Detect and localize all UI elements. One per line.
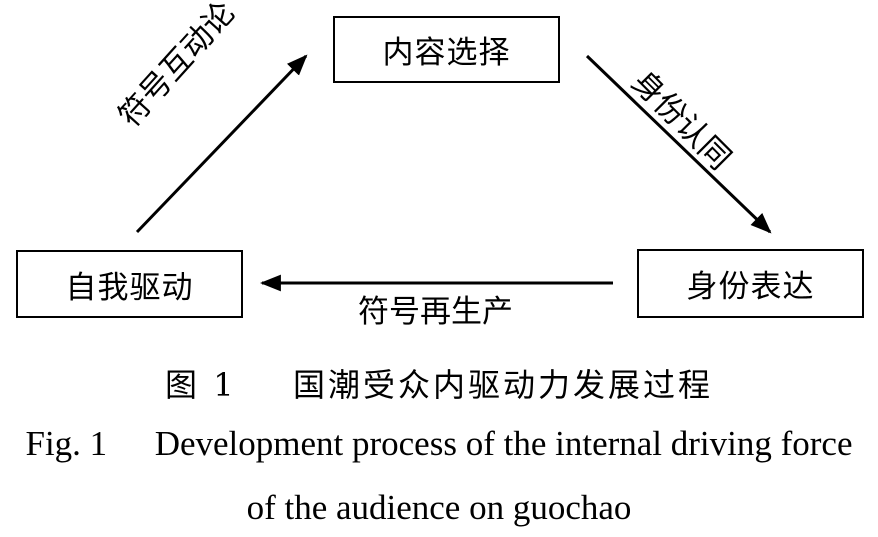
- caption-english-title-cont: of the audience on guochao: [246, 488, 632, 527]
- node-content-selection-label: 内容选择: [382, 35, 511, 71]
- caption-english-line1: Fig. 1 Development process of the intern…: [0, 424, 878, 464]
- caption-chinese-title: 国潮受众内驱动力发展过程: [292, 366, 713, 404]
- caption-chinese-number: 图 1: [165, 366, 237, 404]
- node-self-drive-label: 自我驱动: [65, 269, 194, 306]
- node-identity-expression-label: 身份表达: [686, 269, 815, 305]
- caption-english-number: Fig. 1: [25, 424, 108, 463]
- caption-english-title: Development process of the internal driv…: [154, 424, 853, 463]
- node-content-selection: 内容选择: [333, 16, 560, 83]
- edge-label-symbolic-reproduction: 符号再生产: [358, 294, 513, 330]
- arrow-top-to-right: [585, 54, 772, 234]
- caption-english-line2: of the audience on guochao: [0, 488, 878, 528]
- node-self-drive: 自我驱动: [16, 250, 243, 318]
- caption-chinese: 图 1 国潮受众内驱动力发展过程: [0, 360, 878, 406]
- node-identity-expression: 身份表达: [637, 249, 864, 318]
- arrow-left-to-top: [135, 54, 308, 234]
